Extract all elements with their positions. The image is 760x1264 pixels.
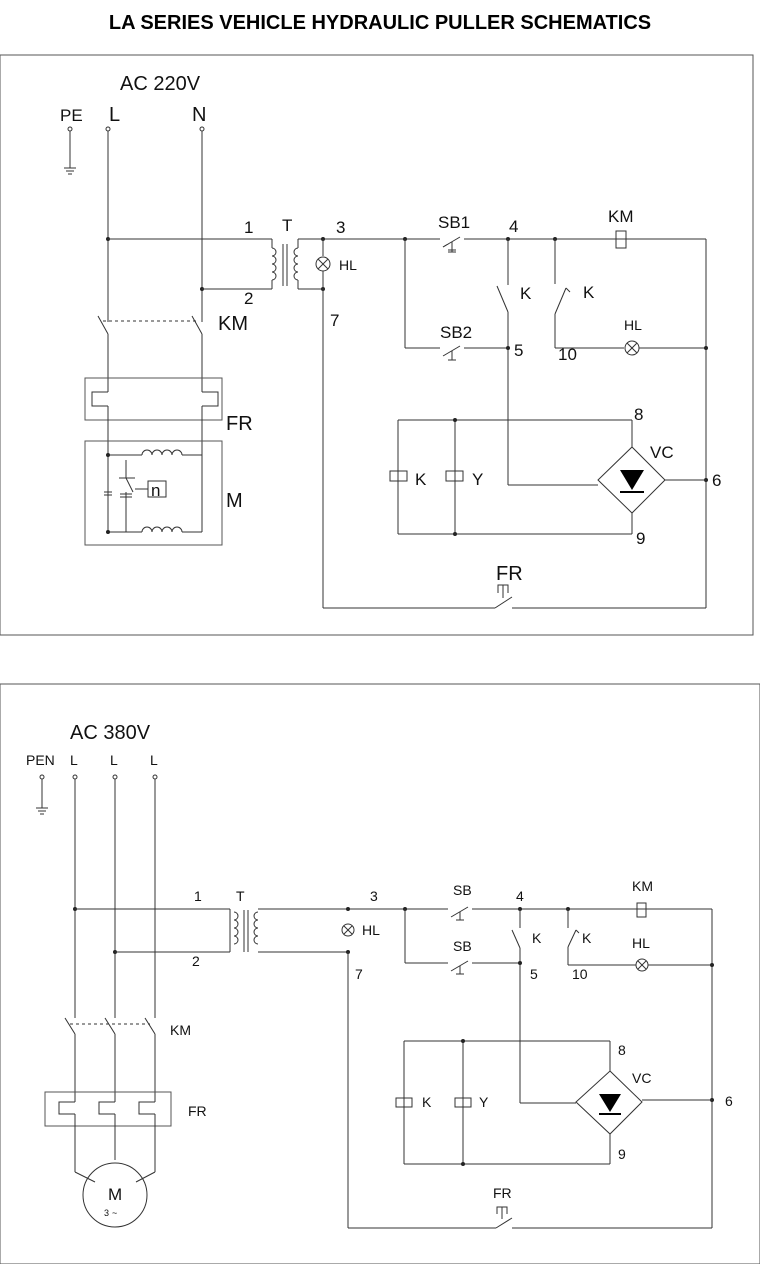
supply-label-2: AC 380V — [70, 722, 151, 744]
svg-text:~: ~ — [112, 1208, 117, 1218]
node-9-b: 9 — [618, 1146, 626, 1162]
node-9: 9 — [636, 529, 645, 548]
pushbutton-sb-a-icon — [450, 906, 469, 921]
node-8: 8 — [634, 405, 643, 424]
diagram-220v: AC 220V PE L N 1 T 2 — [0, 54, 754, 636]
contact-k2-icon — [554, 287, 571, 315]
ground-icon — [63, 126, 77, 175]
fr-contact-icon — [494, 584, 513, 609]
fr-label: FR — [226, 413, 253, 435]
km-label: KM — [218, 313, 248, 335]
y-coil-label-b: Y — [479, 1094, 489, 1110]
lamp-4-icon — [635, 958, 649, 972]
fr-relay-icon — [84, 377, 223, 421]
node-8-b: 8 — [618, 1042, 626, 1058]
terminal-l: L — [109, 104, 120, 126]
node-10: 10 — [558, 345, 577, 364]
node-5: 5 — [514, 341, 523, 360]
km-label-b: KM — [170, 1022, 191, 1038]
lamp-3-icon — [341, 923, 355, 937]
node-6: 6 — [712, 471, 721, 490]
node-1-b: 1 — [194, 888, 202, 904]
y-coil-icon — [445, 470, 464, 482]
ground-2-icon — [35, 774, 49, 815]
k-coil-label-b: K — [422, 1094, 432, 1110]
motor-phase-label: 3 — [104, 1208, 109, 1218]
transformer-2-icon — [233, 910, 259, 952]
km-coil-2-icon — [636, 902, 647, 918]
fr-contact-label-b: FR — [493, 1185, 512, 1201]
y-coil-label: Y — [472, 470, 483, 489]
terminal-n: N — [192, 104, 206, 126]
diagram-frame — [0, 54, 754, 636]
terminal-pen: PEN — [26, 752, 55, 768]
contact-k4-label: K — [582, 930, 592, 946]
motor-icon — [84, 440, 223, 546]
motor-label: M — [226, 490, 243, 512]
sb-a-label: SB — [453, 882, 472, 898]
node-4: 4 — [509, 217, 518, 236]
motor-label-b: M — [108, 1185, 122, 1204]
supply-label: AC 220V — [120, 73, 201, 95]
transformer-label: T — [282, 216, 292, 235]
fr-label-b: FR — [188, 1103, 207, 1119]
node-2: 2 — [244, 289, 253, 308]
node-3-b: 3 — [370, 888, 378, 904]
motor-3phase-icon — [82, 1162, 148, 1228]
fr-contact-label: FR — [496, 563, 523, 585]
km-coil-label-b: KM — [632, 878, 653, 894]
lamp-label-b2: HL — [632, 935, 650, 951]
pushbutton-sb-b-icon — [450, 960, 469, 975]
diagram-380v: AC 380V PEN L L L 1 T 2 — [0, 683, 760, 1264]
terminal-l1: L — [70, 752, 78, 768]
fr-relay-2-icon — [44, 1091, 172, 1127]
y-coil-2-icon — [454, 1097, 472, 1108]
node-1: 1 — [244, 218, 253, 237]
fr-contact-2-icon — [495, 1206, 513, 1229]
vc-label: VC — [650, 443, 674, 462]
lamp-label-b: HL — [362, 922, 380, 938]
sb-b-label: SB — [453, 938, 472, 954]
contact-k3-icon — [511, 929, 521, 949]
terminal-pe: PE — [60, 106, 83, 125]
transformer-icon — [271, 244, 299, 286]
contact-k2-label: K — [583, 283, 595, 302]
node-6-b: 6 — [725, 1093, 733, 1109]
contact-k4-icon — [567, 929, 580, 948]
diagram-frame-2 — [0, 683, 760, 1264]
page-title: LA SERIES VEHICLE HYDRAULIC PULLER SCHEM… — [108, 12, 652, 34]
node-10-b: 10 — [572, 966, 588, 982]
node-5-b: 5 — [530, 966, 538, 982]
lamp-icon — [315, 256, 331, 272]
km-coil-icon — [615, 230, 627, 249]
lamp-2-icon — [624, 340, 640, 356]
k-coil-icon — [389, 470, 408, 482]
km-coil-label: KM — [608, 207, 634, 226]
node-3: 3 — [336, 218, 345, 237]
k-coil-label: K — [415, 470, 427, 489]
k-coil-2-icon — [395, 1097, 413, 1108]
terminal-l2: L — [110, 752, 118, 768]
contact-k1-icon — [496, 285, 509, 313]
pushbutton-sb2-icon — [442, 345, 461, 361]
lamp-label: HL — [339, 257, 357, 273]
node-2-b: 2 — [192, 953, 200, 969]
contact-k3-label: K — [532, 930, 542, 946]
transformer-label-b: T — [236, 888, 245, 904]
node-4-b: 4 — [516, 888, 524, 904]
km-main-contacts-2-icon — [64, 1017, 156, 1035]
sb2-label: SB2 — [440, 323, 472, 342]
node-7-b: 7 — [355, 966, 363, 982]
contact-k1-label: K — [520, 284, 532, 303]
sb1-label: SB1 — [438, 213, 470, 232]
node-7: 7 — [330, 311, 339, 330]
km-main-contacts-icon — [97, 300, 203, 335]
lamp-2-label: HL — [624, 317, 642, 333]
terminal-l3: L — [150, 752, 158, 768]
motor-n-label: n — [151, 481, 160, 500]
vc-label-b: VC — [632, 1070, 651, 1086]
